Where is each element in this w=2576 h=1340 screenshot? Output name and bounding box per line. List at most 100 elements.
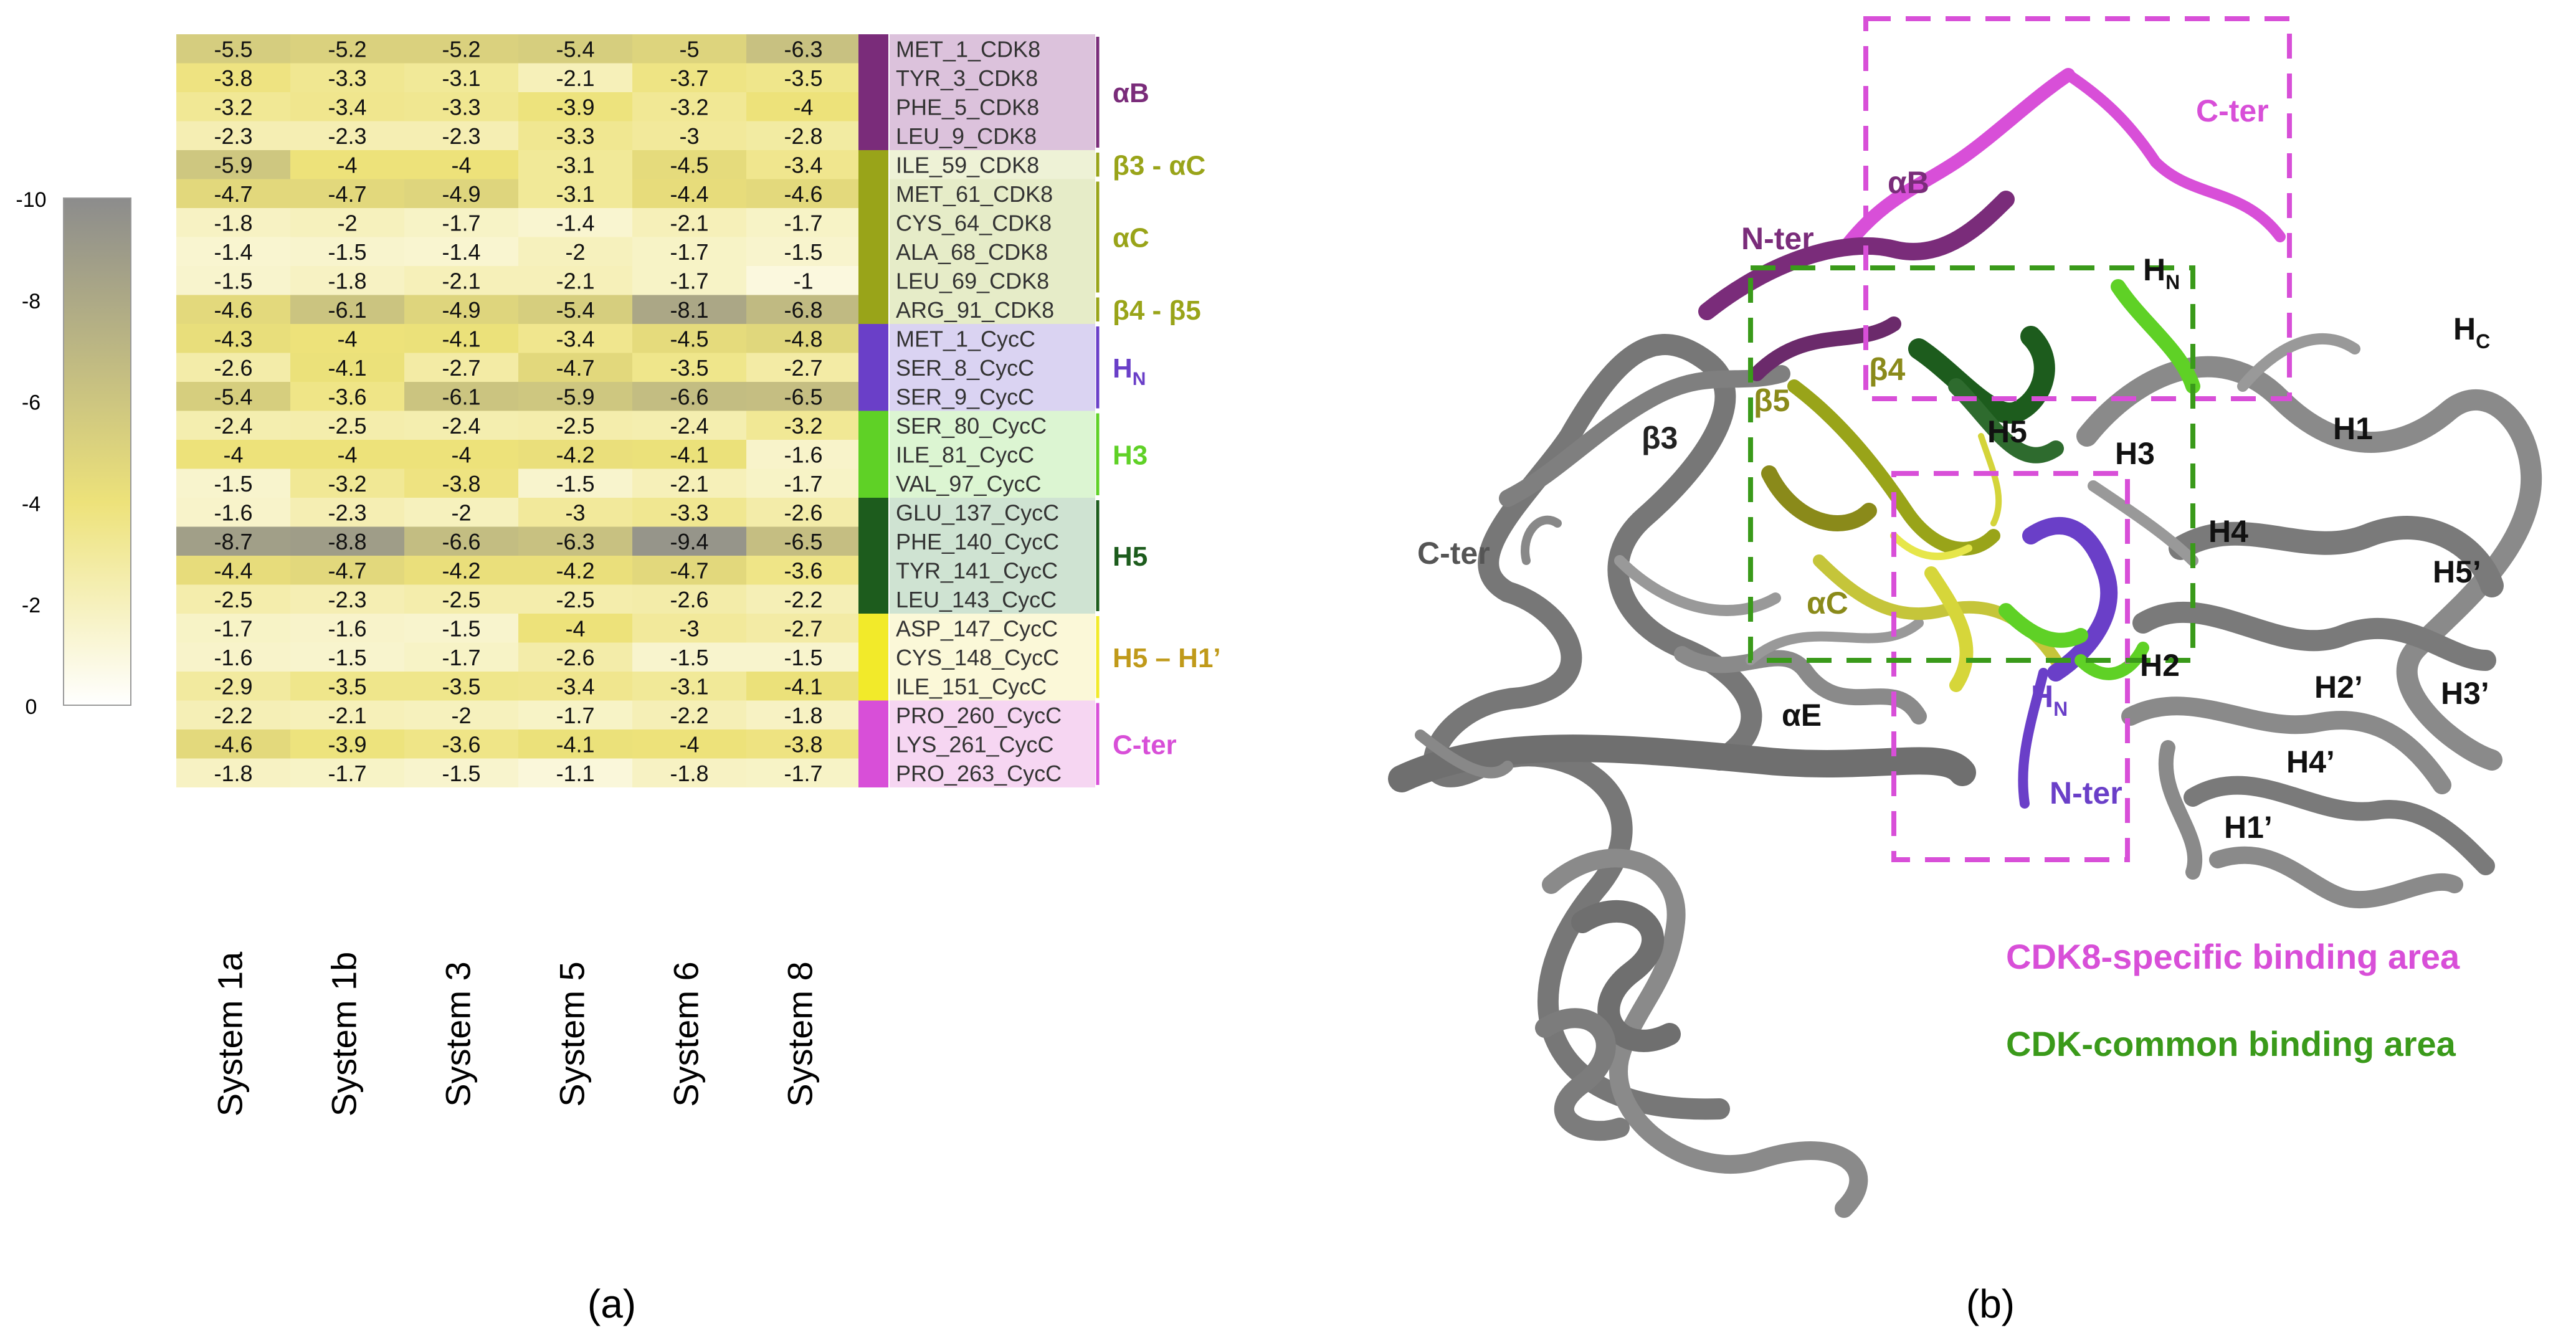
heatmap-value: -2: [451, 500, 471, 525]
group-label-background: [890, 324, 1095, 411]
heatmap-value: -1.4: [556, 210, 594, 235]
heatmap-cell: [518, 729, 632, 759]
heatmap: -5.5-5.2-5.2-5.4-5-6.3-3.8-3.3-3.1-2.1-3…: [176, 34, 860, 787]
heatmap-cell: [746, 672, 860, 701]
heatmap-value: -6.5: [784, 529, 822, 554]
heatmap-value: -2.5: [556, 413, 594, 439]
heatmap-cell: [290, 237, 404, 266]
heatmap-cell: [176, 729, 290, 759]
colorbar-tick: -6: [22, 391, 40, 415]
heatmap-value: -5.9: [214, 152, 252, 178]
heatmap-cell: [518, 672, 632, 701]
heatmap-value: -2.7: [784, 355, 822, 381]
heatmap-cell: [290, 208, 404, 237]
residue-label: ILE_151_CycC: [896, 673, 1047, 699]
heatmap-value: -5.9: [556, 384, 594, 409]
group-label-background: [890, 614, 1095, 701]
structure-label: N-ter: [1741, 221, 1814, 256]
heatmap-value: -4.7: [556, 355, 594, 381]
heatmap-value: -2.2: [214, 703, 252, 728]
structure-label: HN: [2143, 252, 2180, 293]
heatmap-cell: [632, 121, 746, 150]
heatmap-cell: [746, 92, 860, 121]
heatmap-cell: [176, 556, 290, 585]
structure-label: C-ter: [2196, 93, 2269, 128]
heatmap-value: -1.5: [670, 645, 708, 670]
group-label-background: [890, 295, 1095, 324]
heatmap-value: -2.1: [670, 471, 708, 497]
heatmap-cell: [746, 63, 860, 92]
group-label-background: [890, 411, 1095, 498]
heatmap-value: -1.8: [214, 761, 252, 786]
heatmap-value: -2: [337, 210, 357, 235]
heatmap-value: -2.2: [670, 703, 708, 728]
group-color-bar: [858, 179, 888, 295]
heatmap-cell: [632, 526, 746, 556]
heatmap-cell: [746, 584, 860, 614]
heatmap-value: -3.1: [556, 181, 594, 207]
heatmap-cell: [176, 63, 290, 92]
heatmap-cell: [290, 584, 404, 614]
heatmap-cell: [404, 468, 518, 498]
heatmap-cell: [746, 295, 860, 324]
heatmap-value: -4.1: [328, 355, 366, 381]
heatmap-cell: [632, 614, 746, 643]
group-label: H3: [1113, 440, 1148, 470]
heatmap-cell: [404, 63, 518, 92]
heatmap-value: -3.4: [328, 94, 366, 120]
heatmap-cell: [632, 556, 746, 585]
heatmap-cell: [518, 92, 632, 121]
heatmap-value: -3.2: [784, 413, 822, 439]
heatmap-cell: [518, 556, 632, 585]
heatmap-value: -1.7: [442, 645, 480, 670]
heatmap-value: -6.8: [784, 297, 822, 323]
heatmap-cell: [404, 266, 518, 295]
heatmap-cell: [176, 468, 290, 498]
heatmap-cell: [518, 63, 632, 92]
heatmap-value: -1.7: [328, 761, 366, 786]
heatmap-cell: [176, 498, 290, 527]
heatmap-cell: [632, 440, 746, 469]
heatmap-value: -6.5: [784, 384, 822, 409]
residue-label: ILE_81_CycC: [896, 442, 1034, 467]
heatmap-cell: [518, 179, 632, 208]
heatmap-cell: [290, 34, 404, 64]
heatmap-value: -4: [337, 442, 357, 467]
heatmap-cell: [290, 440, 404, 469]
heatmap-cell: [290, 92, 404, 121]
heatmap-cell: [290, 121, 404, 150]
heatmap-value: -2.9: [214, 673, 252, 699]
heatmap-cell: [746, 324, 860, 353]
heatmap-cell: [176, 353, 290, 382]
heatmap-value: -1.5: [214, 471, 252, 497]
heatmap-cell: [518, 353, 632, 382]
heatmap-cell: [746, 498, 860, 527]
heatmap-value: -4.7: [214, 181, 252, 207]
heatmap-value: -2.7: [442, 355, 480, 381]
heatmap-cell: [518, 266, 632, 295]
heatmap-cell: [290, 324, 404, 353]
heatmap-value: -2.5: [556, 587, 594, 612]
heatmap-value: -4: [565, 615, 585, 641]
heatmap-cell: [518, 700, 632, 729]
structure-label: H2: [2140, 648, 2180, 683]
heatmap-value: -1.7: [670, 268, 708, 293]
group-color-bar: [858, 498, 888, 614]
heatmap-value: -1.7: [784, 471, 822, 497]
heatmap-value: -2.7: [784, 615, 822, 641]
heatmap-value: -3.6: [784, 558, 822, 583]
heatmap-cell: [746, 382, 860, 411]
heatmap-value: -3.9: [328, 731, 366, 757]
heatmap-value: -2: [451, 703, 471, 728]
heatmap-value: -4.1: [442, 326, 480, 351]
heatmap-cell: [746, 758, 860, 787]
heatmap-cell: [404, 758, 518, 787]
heatmap-value: -2.4: [214, 413, 252, 439]
column-label: System 8: [781, 961, 820, 1106]
heatmap-value: -4.7: [328, 181, 366, 207]
structure-label: C-ter: [1417, 536, 1490, 571]
heatmap-cell: [176, 324, 290, 353]
heatmap-cell: [518, 614, 632, 643]
